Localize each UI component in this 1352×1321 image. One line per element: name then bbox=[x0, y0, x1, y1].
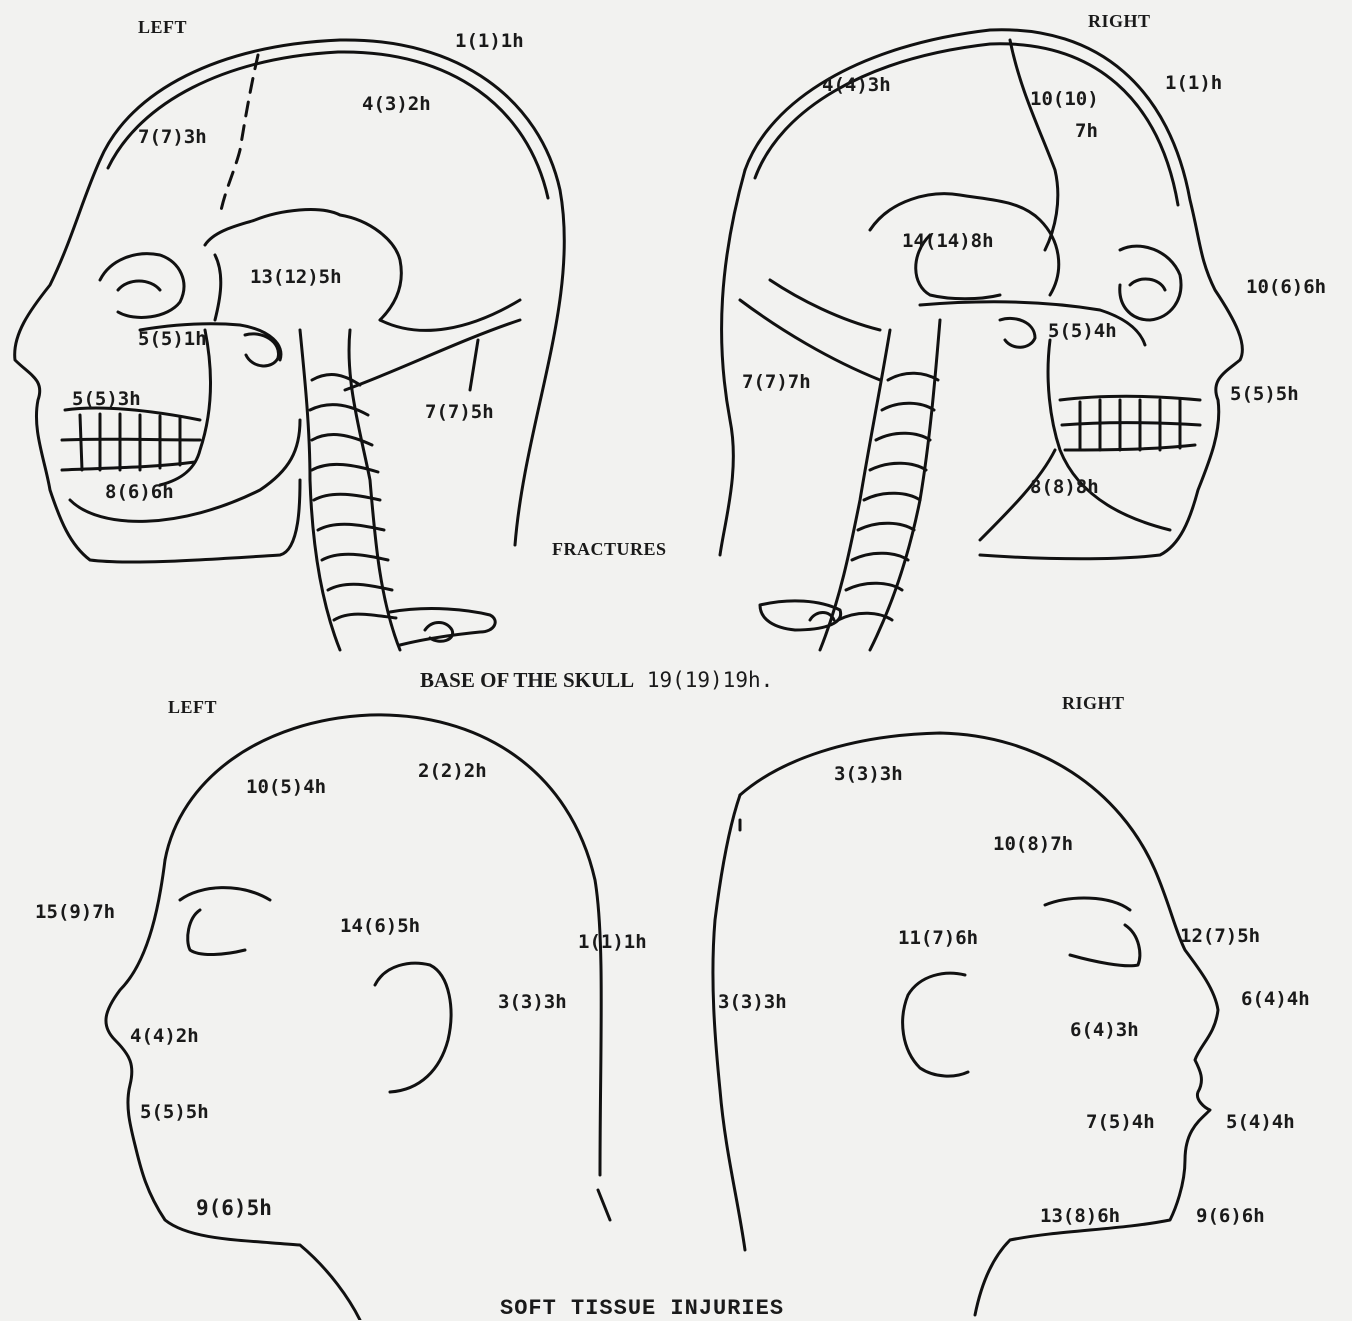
soft-tissue-label: 13(8)6h bbox=[1040, 1207, 1120, 1226]
base-of-skull-value: 19(19)19h. bbox=[647, 668, 773, 692]
fracture-label: 8(6)6h bbox=[105, 483, 174, 502]
soft-tissue-label: 11(7)6h bbox=[898, 929, 978, 948]
fracture-label: 5(5)1h bbox=[138, 330, 207, 349]
fracture-label: 4(4)3h bbox=[822, 76, 891, 95]
right-soft-tissue-head bbox=[713, 733, 1218, 1315]
fracture-label: 7(7)7h bbox=[742, 373, 811, 392]
soft-tissue-label: 2(2)2h bbox=[418, 762, 487, 781]
soft-tissue-label: 9(6)5h bbox=[196, 1198, 272, 1219]
right-skull-drawing bbox=[720, 30, 1242, 650]
fractures-section-label: FRACTURES bbox=[552, 540, 667, 558]
fracture-label: 7(7)5h bbox=[425, 403, 494, 422]
fracture-label: 5(5)3h bbox=[72, 390, 141, 409]
soft-tissue-label: 6(4)3h bbox=[1070, 1021, 1139, 1040]
soft-tissue-label: 7(5)4h bbox=[1086, 1113, 1155, 1132]
soft-tissue-label: 12(7)5h bbox=[1180, 927, 1260, 946]
base-of-skull-caption: BASE OF THE SKULL 19(19)19h. bbox=[420, 670, 773, 691]
fracture-label: 10(10) bbox=[1030, 90, 1099, 109]
fracture-label: 5(5)4h bbox=[1048, 322, 1117, 341]
fracture-label: 8(8)8h bbox=[1030, 478, 1099, 497]
soft-tissue-caption: SOFT TISSUE INJURIES bbox=[500, 1298, 784, 1320]
soft-tissue-label: 4(4)2h bbox=[130, 1027, 199, 1046]
soft-tissue-label: 10(5)4h bbox=[246, 778, 326, 797]
fracture-label: 14(14)8h bbox=[902, 232, 994, 251]
soft-tissue-label: 5(4)4h bbox=[1226, 1113, 1295, 1132]
soft-tissue-label: 3(3)3h bbox=[718, 993, 787, 1012]
base-of-skull-text: BASE OF THE SKULL bbox=[420, 668, 634, 692]
soft-tissue-label: 6(4)4h bbox=[1241, 990, 1310, 1009]
soft-tissue-label: 3(3)3h bbox=[834, 765, 903, 784]
soft-tissue-left-heading: LEFT bbox=[168, 698, 217, 716]
soft-tissue-right-heading: RIGHT bbox=[1062, 694, 1125, 712]
fracture-label: 5(5)5h bbox=[1230, 385, 1299, 404]
left-soft-tissue-head bbox=[106, 715, 610, 1320]
soft-tissue-label: 1(1)1h bbox=[578, 933, 647, 952]
fracture-label: 10(6)6h bbox=[1246, 278, 1326, 297]
fracture-label: 7(7)3h bbox=[138, 128, 207, 147]
soft-tissue-label: 10(8)7h bbox=[993, 835, 1073, 854]
fracture-label: 7h bbox=[1075, 122, 1098, 141]
left-skull-drawing bbox=[15, 40, 565, 650]
fracture-label: 1(1)h bbox=[1165, 74, 1222, 93]
fracture-label: 1(1)1h bbox=[455, 32, 524, 51]
fractures-left-heading: LEFT bbox=[138, 18, 187, 36]
fractures-right-heading: RIGHT bbox=[1088, 12, 1151, 30]
soft-tissue-label: 9(6)6h bbox=[1196, 1207, 1265, 1226]
fracture-label: 4(3)2h bbox=[362, 95, 431, 114]
soft-tissue-label: 15(9)7h bbox=[35, 903, 115, 922]
soft-tissue-label: 5(5)5h bbox=[140, 1103, 209, 1122]
fracture-label: 13(12)5h bbox=[250, 268, 342, 287]
soft-tissue-label: 3(3)3h bbox=[498, 993, 567, 1012]
soft-tissue-label: 14(6)5h bbox=[340, 917, 420, 936]
